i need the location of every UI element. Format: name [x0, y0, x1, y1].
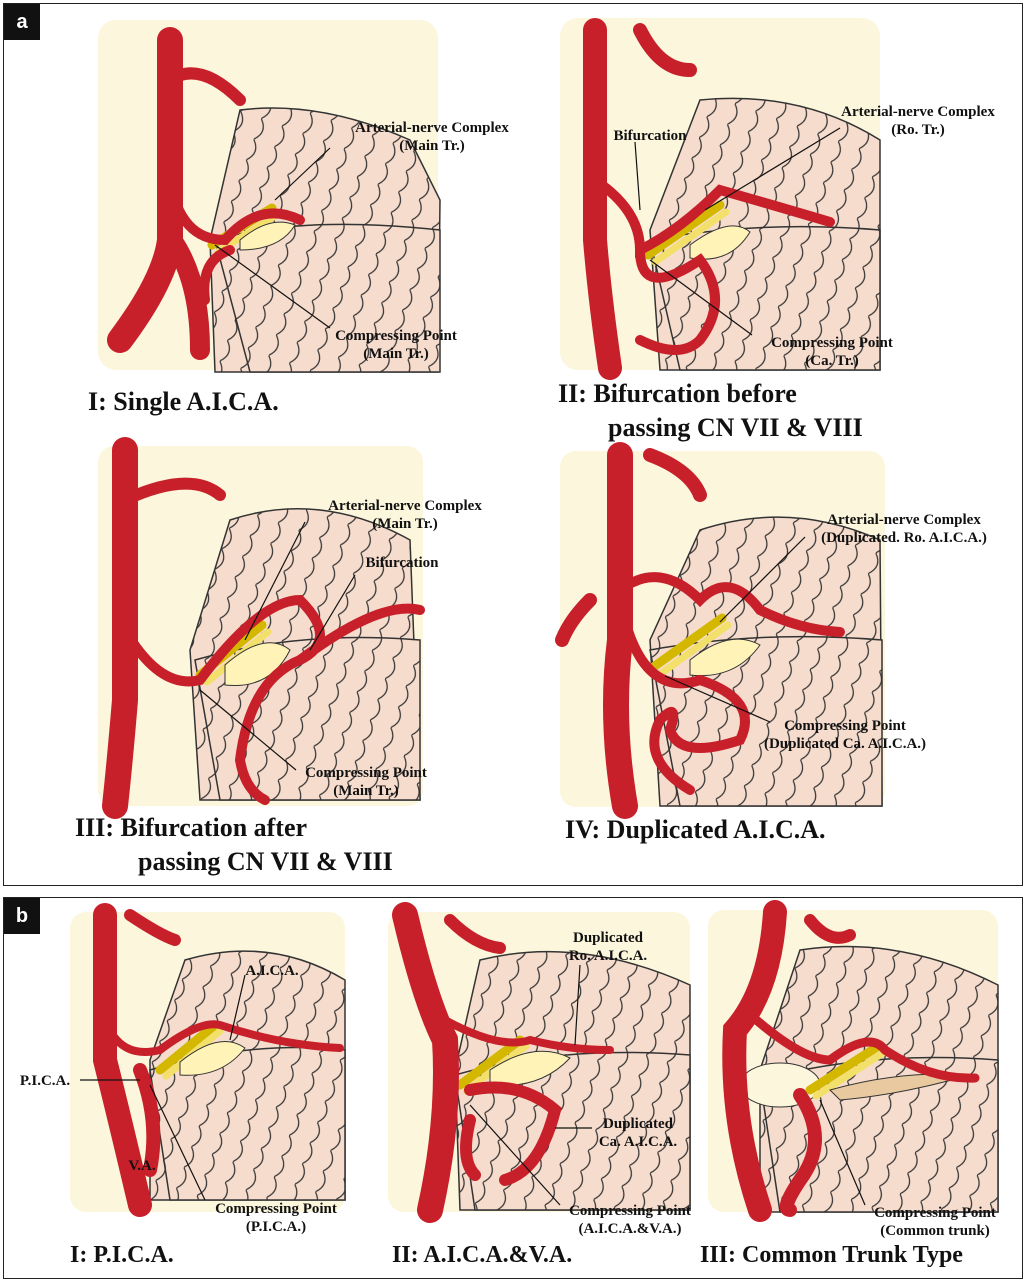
label-b1-compressing-point-sub: (P.I.C.A.): [246, 1219, 306, 1235]
cranial-nerves: [155, 1020, 246, 1080]
label-a3-compressing-point-sub: (Main Tr.): [333, 783, 399, 799]
label-b2-ro-aica: Duplicated: [573, 930, 644, 946]
label-a3-arterial-nerve-sub: (Main Tr.): [372, 516, 438, 532]
label-a4-arterial-nerve-sub: (Duplicated. Ro. A.I.C.A.): [821, 530, 987, 546]
panel-a-badge: a: [4, 4, 40, 40]
leader-lines-b: [80, 964, 866, 1206]
diagram-a2-illustration: [560, 18, 881, 380]
basilar-artery: [722, 900, 980, 1222]
label-a1-arterial-nerve-sub: (Main Tr.): [399, 138, 465, 154]
caption-a2-line1: II: Bifurcation before: [558, 379, 797, 408]
label-b1-va: V.A.: [128, 1158, 155, 1174]
labels: Arterial-nerve Complex (Main Tr.) Compre…: [20, 104, 996, 1268]
label-a2-bifurcation: Bifurcation: [613, 128, 687, 144]
label-a3-compressing-point: Compressing Point: [305, 765, 427, 781]
label-a4-compressing-point: Compressing Point: [784, 718, 906, 734]
caption-a2-line2: passing CN VII & VIII: [608, 413, 863, 442]
cranial-nerves: [195, 620, 291, 687]
label-a3-arterial-nerve: Arterial-nerve Complex: [328, 498, 482, 514]
label-b3-compressing-point: Compressing Point: [874, 1205, 996, 1221]
caption-b3: III: Common Trunk Type: [700, 1242, 963, 1268]
caption-b1: I: P.I.C.A.: [70, 1242, 174, 1268]
label-a2-compressing-point-sub: (Ca. Tr.): [805, 353, 858, 369]
label-b3-compressing-point-sub: (Common trunk): [880, 1223, 990, 1239]
leader-lines: [199, 127, 841, 771]
label-a4-arterial-nerve: Arterial-nerve Complex: [827, 512, 981, 528]
label-a2-compressing-point: Compressing Point: [771, 335, 893, 351]
cranial-nerves: [805, 1040, 971, 1101]
label-b2-ro-aica-sub: Ro. A.I.C.A.: [569, 948, 648, 964]
cranial-nerves: [643, 200, 751, 266]
label-a2-arterial-nerve: Arterial-nerve Complex: [841, 104, 995, 120]
label-b1-pica: P.I.C.A.: [20, 1073, 71, 1089]
panel-b-badge: b: [4, 898, 40, 934]
diagram-a1-illustration: [98, 20, 441, 373]
label-b1-compressing-point: Compressing Point: [215, 1201, 337, 1217]
caption-a3-line1: III: Bifurcation after: [75, 813, 307, 842]
label-b2-ca-aica-sub: Ca. A.I.C.A.: [599, 1134, 678, 1150]
cranial-nerves: [647, 613, 761, 679]
caption-a1: I: Single A.I.C.A.: [88, 387, 279, 416]
caption-b2: II: A.I.C.A.&V.A.: [392, 1242, 572, 1268]
label-a1-compressing-point: Compressing Point: [335, 328, 457, 344]
diagram-b3-illustration: [708, 900, 999, 1222]
basilar-artery: [392, 902, 614, 1223]
basilar-artery: [555, 442, 845, 819]
label-a4-compressing-point-sub: (Duplicated Ca. A.I.C.A.): [764, 736, 926, 752]
basilar-artery: [583, 18, 835, 380]
label-b1-aica: A.I.C.A.: [245, 963, 299, 979]
diagram-b2-illustration: [388, 902, 691, 1223]
label-b2-ca-aica: Duplicated: [603, 1116, 674, 1132]
basilar-artery: [93, 903, 344, 1217]
label-a3-bifurcation: Bifurcation: [365, 555, 439, 571]
diagram-a3-illustration: [98, 437, 425, 819]
label-b2-compressing-point: Compressing Point: [569, 1203, 691, 1219]
label-a1-compressing-point-sub: (Main Tr.): [363, 346, 429, 362]
basilar-artery: [102, 437, 425, 819]
diagram-b1-illustration: [70, 903, 346, 1217]
label-b2-compressing-point-sub: (A.I.C.A.&V.A.): [578, 1221, 681, 1237]
caption-a3-line2: passing CN VII & VIII: [138, 847, 393, 876]
diagram-a4-illustration: [555, 442, 885, 819]
label-a1-arterial-nerve: Arterial-nerve Complex: [355, 120, 509, 136]
caption-a4: IV: Duplicated A.I.C.A.: [565, 815, 826, 844]
label-a2-arterial-nerve-sub: (Ro. Tr.): [891, 122, 944, 138]
